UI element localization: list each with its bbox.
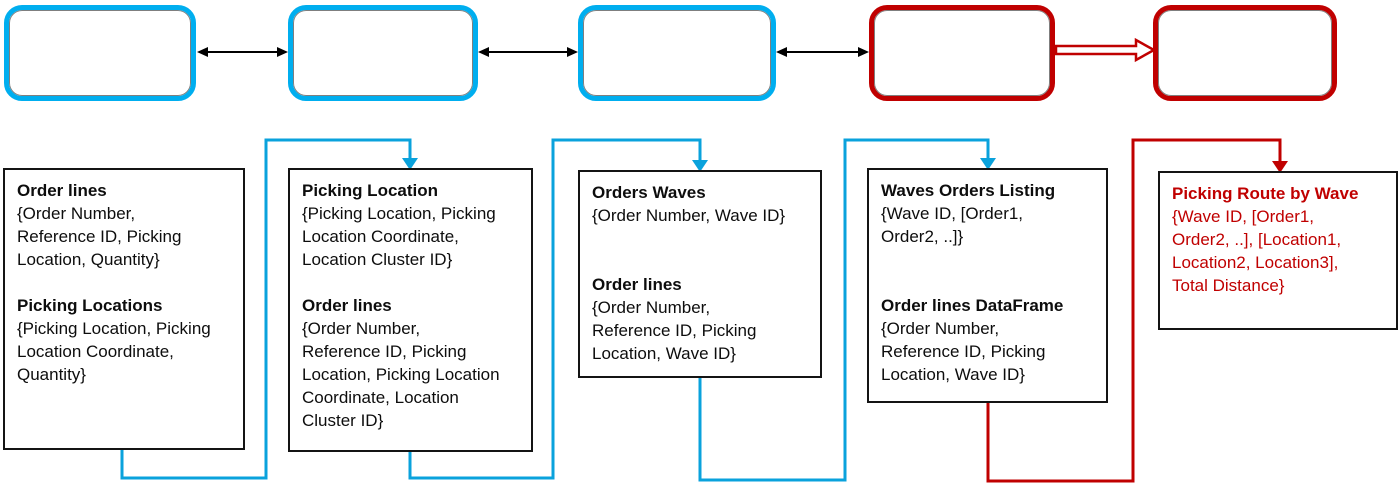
dataset-fields-line: [302, 271, 519, 294]
stage-arrow-1-2: [197, 47, 288, 57]
arrowhead-right-icon: [858, 47, 869, 57]
dataset-title: Picking Location: [302, 181, 439, 200]
dataset-fields-line: Location Cluster ID}: [302, 250, 453, 269]
stage-arrow-3-4: [776, 47, 869, 57]
dataset-fields-line: Cluster ID}: [302, 411, 384, 430]
arrowhead-left-icon: [776, 47, 787, 57]
dataset-fields-line: {Order Number,: [17, 204, 136, 223]
panel-orders-waves: Orders Waves {Order Number, Wave ID} Orde…: [578, 170, 822, 378]
dataset-fields-line: Coordinate, Location: [302, 388, 459, 407]
stage-box-2: [288, 5, 478, 101]
dataset-fields-line: Order2, ..], [Location1,: [1172, 230, 1342, 249]
dataset-fields-line: Location, Quantity}: [17, 250, 160, 269]
dataset-fields-line: [17, 271, 231, 294]
dataset-title: Order lines: [302, 296, 392, 315]
dataset-title: Waves Orders Listing: [881, 181, 1056, 200]
arrowhead-right-icon: [277, 47, 288, 57]
dataset-fields-line: Reference ID, Picking: [592, 321, 757, 340]
dataset-fields-line: Reference ID, Picking: [17, 227, 182, 246]
dataset-fields-line: {Picking Location, Picking: [302, 204, 496, 223]
dataset-fields-line: {Wave ID, [Order1,: [881, 204, 1024, 223]
arrowhead-left-icon: [478, 47, 489, 57]
dataset-fields-line: {Order Number,: [881, 319, 1000, 338]
dataset-fields-line: Location2, Location3],: [1172, 253, 1339, 272]
stage-box-4: [869, 5, 1055, 101]
dataset-fields-line: Reference ID, Picking: [302, 342, 467, 361]
dataset-title: Order lines: [17, 181, 107, 200]
dataset-fields-line: [592, 250, 808, 273]
arrowhead-right-icon: [567, 47, 578, 57]
dataset-fields-line: Location, Picking Location: [302, 365, 500, 384]
dataset-fields-line: [592, 227, 808, 250]
dataset-fields-line: {Order Number, Wave ID}: [592, 206, 786, 225]
dataset-fields-line: {Order Number,: [302, 319, 421, 338]
stage-box-1: [4, 5, 196, 101]
dataset-fields-line: {Picking Location, Picking: [17, 319, 211, 338]
dataset-title: Order lines: [592, 275, 682, 294]
red-block-arrow-icon: [1054, 37, 1157, 63]
dataset-fields-line: Quantity}: [17, 365, 86, 384]
dataset-fields-line: [881, 271, 1094, 294]
dataset-title: Picking Route by Wave: [1172, 184, 1359, 203]
dataset-fields-line: {Order Number,: [592, 298, 711, 317]
dataset-fields-line: Location Coordinate,: [17, 342, 174, 361]
panel-picking-location-clusters: Picking Location {Picking Location, Picki…: [288, 168, 533, 452]
panel-waves-orders-listing: Waves Orders Listing {Wave ID, [Order1, Or…: [867, 168, 1108, 403]
dataset-fields-line: Reference ID, Picking: [881, 342, 1046, 361]
dataset-fields-line: {Wave ID, [Order1,: [1172, 207, 1315, 226]
dataset-fields-line: Location Coordinate,: [302, 227, 459, 246]
panel-order-lines: Order lines {Order Number, Reference ID, P…: [3, 168, 245, 450]
dataset-fields-line: Location, Wave ID}: [881, 365, 1025, 384]
dataset-fields-line: Total Distance}: [1172, 276, 1285, 295]
arrowhead-left-icon: [197, 47, 208, 57]
stage-arrow-2-3: [478, 47, 578, 57]
dataset-fields-line: [881, 248, 1094, 271]
dataset-fields-line: Location, Wave ID}: [592, 344, 736, 363]
dataset-title: Orders Waves: [592, 183, 706, 202]
stage-box-5: [1153, 5, 1337, 101]
stage-box-3: [578, 5, 776, 101]
dataset-fields-line: Order2, ..]}: [881, 227, 964, 246]
dataset-title: Order lines DataFrame: [881, 296, 1064, 315]
panel-picking-route-by-wave: Picking Route by Wave {Wave ID, [Order1, O…: [1158, 171, 1398, 330]
dataset-title: Picking Locations: [17, 296, 163, 315]
